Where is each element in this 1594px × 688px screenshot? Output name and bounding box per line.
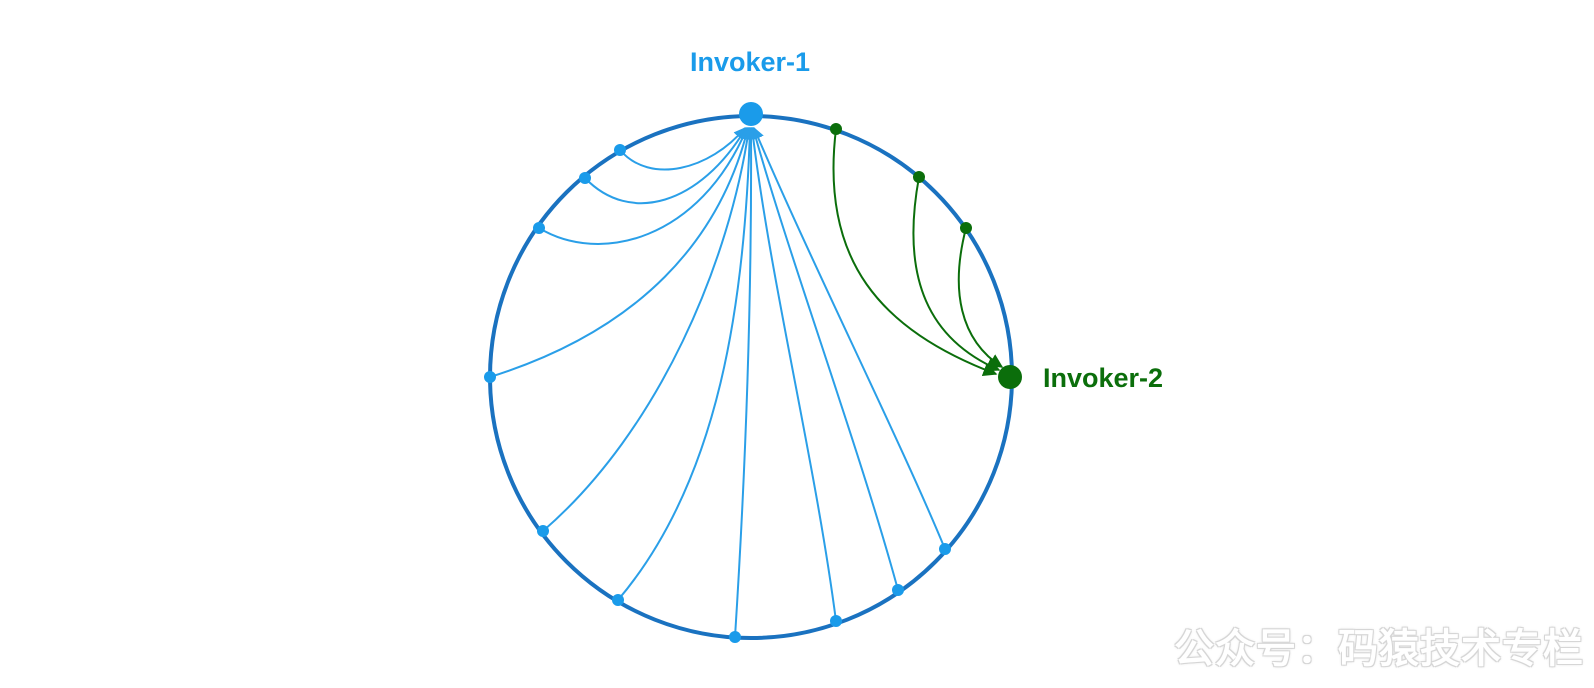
virtual-node	[830, 615, 842, 627]
link-blue-1	[619, 127, 746, 171]
invoker-2-node	[998, 365, 1022, 389]
link-blue-5	[542, 126, 754, 532]
invoker-1-virtual-nodes	[484, 144, 951, 643]
invoker-1-links	[489, 126, 946, 638]
virtual-node	[830, 123, 842, 135]
virtual-node	[484, 371, 496, 383]
invoker-1-label: Invoker-1	[690, 47, 810, 77]
link-blue-3	[538, 126, 749, 245]
virtual-node	[892, 584, 904, 596]
virtual-node	[960, 222, 972, 234]
virtual-node	[614, 144, 626, 156]
virtual-node	[533, 222, 545, 234]
virtual-node	[612, 594, 624, 606]
link-blue-4	[489, 126, 752, 378]
link-green-2	[912, 176, 1001, 372]
link-blue-8	[747, 126, 837, 622]
virtual-node	[537, 525, 549, 537]
invoker-2-virtual-nodes	[830, 123, 972, 234]
link-green-3	[957, 227, 1004, 368]
watermark: 公众号：码猿技术专栏	[1174, 626, 1584, 672]
link-blue-6	[617, 126, 756, 601]
virtual-node	[913, 171, 925, 183]
link-blue-10	[752, 126, 946, 550]
link-blue-7	[734, 126, 758, 638]
link-green-1	[832, 128, 998, 377]
virtual-node	[939, 543, 951, 555]
virtual-node	[579, 172, 591, 184]
invoker-2-links	[832, 128, 1004, 377]
link-blue-9	[750, 126, 899, 591]
invoker-1-node	[739, 102, 763, 126]
link-blue-2	[584, 126, 747, 205]
invoker-2-label: Invoker-2	[1043, 363, 1163, 393]
virtual-node	[729, 631, 741, 643]
